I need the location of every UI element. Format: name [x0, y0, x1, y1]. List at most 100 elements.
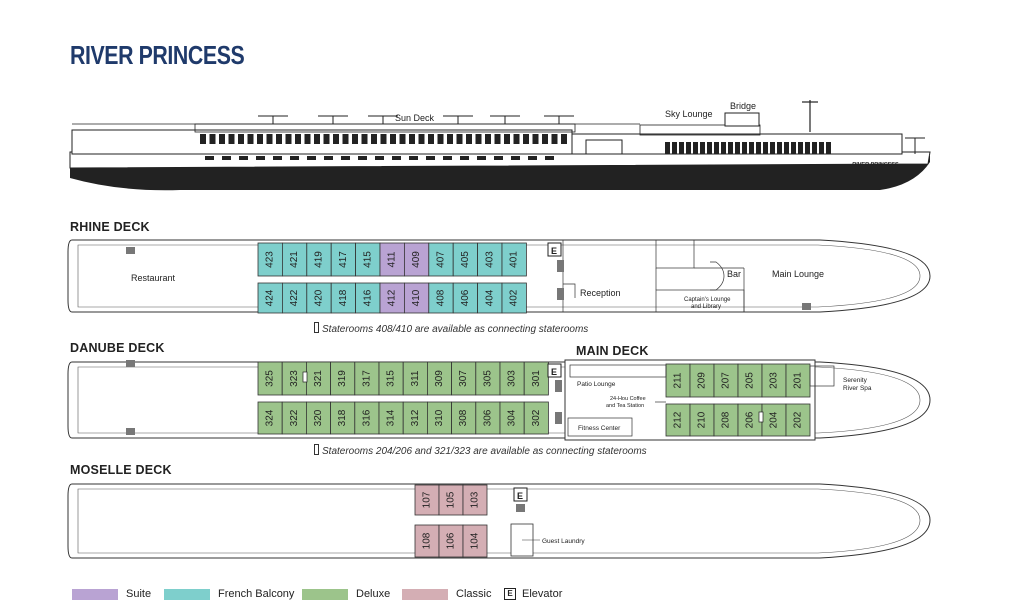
captains-lounge-label-1: Captain's Lounge — [684, 297, 731, 303]
stateroom-307 — [451, 361, 477, 396]
ship-window — [759, 166, 768, 170]
ship-window — [791, 142, 796, 154]
stateroom-312 — [402, 401, 428, 435]
moselle-elevator — [513, 487, 528, 502]
stateroom-number: 415 — [362, 251, 373, 268]
stateroom-number: 316 — [361, 409, 372, 426]
stateroom-number: 303 — [507, 370, 518, 387]
stateroom-104 — [462, 524, 488, 558]
ship-window — [513, 134, 520, 144]
ship-window — [329, 171, 334, 174]
ship-window — [511, 156, 520, 160]
ship-window — [210, 171, 215, 174]
ship-window — [545, 156, 554, 160]
stateroom-302 — [523, 401, 549, 435]
stateroom-number: 416 — [362, 289, 373, 306]
stateroom-number: 308 — [458, 409, 469, 426]
ship-window — [304, 134, 311, 144]
ship-window — [261, 171, 266, 174]
stateroom-number: 205 — [745, 372, 756, 389]
reception-label: Reception — [580, 288, 621, 298]
ship-window — [228, 134, 235, 144]
guest-laundry-label: Guest Laundry — [542, 538, 585, 545]
stateroom-303 — [499, 361, 525, 396]
ship-window — [392, 156, 401, 160]
legend-classic-label: Classic — [456, 588, 492, 600]
legend-item-deluxe: Deluxe — [302, 588, 402, 600]
stateroom-402 — [501, 282, 527, 314]
ship-window — [290, 156, 299, 160]
stateroom-number: 323 — [289, 370, 300, 387]
ship-window — [742, 142, 747, 154]
stateroom-number: 202 — [793, 411, 804, 428]
stateroom-number: 322 — [289, 409, 300, 426]
ship-window — [485, 134, 491, 144]
rhine-connecting-note: Staterooms 408/410 are available as conn… — [314, 322, 588, 335]
stateroom-417 — [330, 242, 357, 277]
legend-french-balcony-label: French Balcony — [218, 588, 295, 600]
captains-lounge-label-2: and Library — [691, 304, 721, 310]
french-balcony-swatch — [164, 588, 210, 600]
stateroom-number: 404 — [484, 289, 495, 306]
restaurant-label: Restaurant — [131, 273, 176, 283]
rhine-deck-label: RHINE DECK — [70, 220, 150, 234]
ship-window — [721, 142, 726, 154]
ship-window — [742, 166, 751, 170]
ship-window — [749, 142, 754, 154]
connecting-door-icon — [314, 444, 319, 455]
ship-window — [448, 171, 453, 174]
hull-name-label: RIVER PRINCESS — [852, 162, 899, 168]
stateroom-208 — [713, 403, 739, 437]
stateroom-number: 412 — [387, 289, 398, 306]
ship-window — [380, 171, 385, 174]
stateroom-number: 318 — [337, 409, 348, 426]
ship-window — [533, 171, 538, 174]
stateroom-412 — [379, 282, 405, 314]
ship-window — [324, 156, 333, 160]
stateroom-314 — [378, 401, 404, 435]
ship-window — [466, 134, 472, 144]
ship-window — [397, 171, 402, 174]
ship-window — [358, 156, 367, 160]
stateroom-210 — [689, 403, 715, 437]
stateroom-308 — [451, 401, 477, 435]
ship-window — [819, 142, 824, 154]
ship-window — [222, 156, 231, 160]
legend-suite-label: Suite — [126, 588, 152, 600]
ship-window — [227, 171, 232, 174]
stateroom-317 — [354, 361, 380, 396]
stateroom-305 — [475, 361, 501, 396]
stateroom-number: 419 — [314, 251, 325, 268]
stateroom-number: 208 — [721, 411, 732, 428]
ship-window — [477, 156, 486, 160]
danube-connecting-note: Staterooms 204/206 and 321/323 are avail… — [314, 444, 647, 457]
ship-window — [482, 171, 487, 174]
ship-window — [361, 134, 368, 144]
stateroom-number: 104 — [470, 532, 481, 549]
stateroom-319 — [330, 361, 356, 396]
stateroom-number: 304 — [507, 409, 518, 426]
stateroom-103 — [462, 484, 488, 516]
ship-window — [380, 134, 387, 144]
ship-window — [693, 142, 698, 154]
stateroom-311 — [402, 361, 428, 396]
stateroom-316 — [354, 401, 380, 435]
coffee-station-label-1: 24-Hou Coffee — [610, 396, 646, 402]
stateroom-number: 206 — [745, 411, 756, 428]
deluxe-swatch — [302, 588, 348, 600]
stateroom-number: 320 — [313, 409, 324, 426]
stateroom-number: 312 — [410, 409, 421, 426]
ship-window — [770, 142, 775, 154]
ship-window — [375, 156, 384, 160]
ship-window — [278, 171, 283, 174]
ship-window — [798, 142, 803, 154]
ship-window — [266, 134, 273, 144]
rhine-elevator-symbol: E — [551, 246, 557, 256]
stateroom-number: 405 — [460, 251, 471, 268]
stateroom-number: 402 — [509, 289, 520, 306]
stateroom-number: 317 — [361, 370, 372, 387]
ship-window — [276, 134, 282, 144]
ship-window — [793, 166, 802, 170]
stateroom-206 — [737, 403, 763, 437]
stateroom-number: 210 — [697, 411, 708, 428]
